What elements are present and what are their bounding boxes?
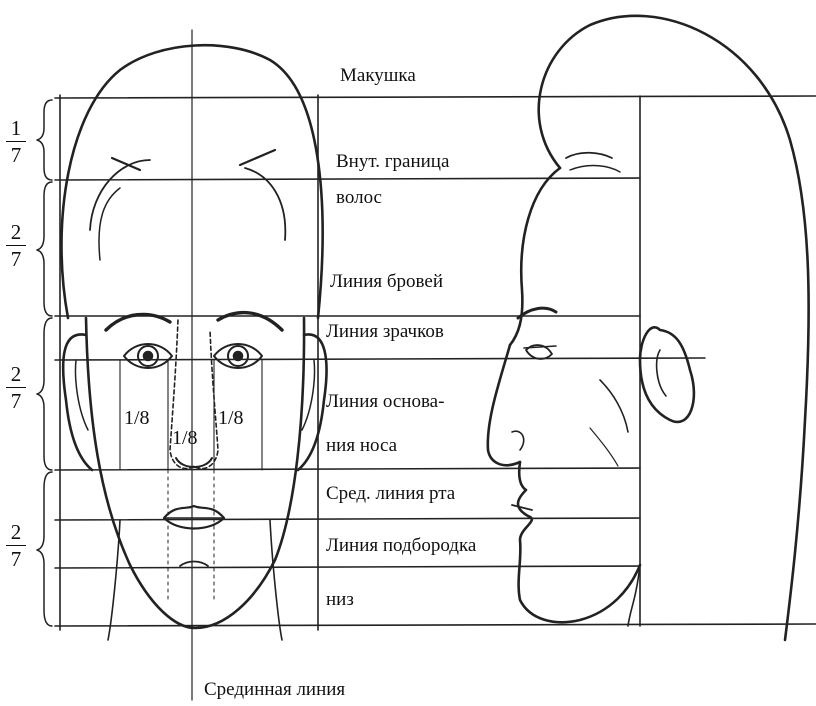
hairline-line <box>55 178 640 180</box>
fraction-denominator: 7 <box>6 245 26 270</box>
label-chin-line: Линия подбородка <box>326 536 476 555</box>
fraction-chin: 2 7 <box>6 522 26 570</box>
eighth-label-center: 1/8 <box>172 428 198 448</box>
label-crown: Макушка <box>340 66 416 85</box>
label-mouth: Сред. линия рта <box>326 484 455 503</box>
fraction-denominator: 7 <box>6 545 26 570</box>
eighth-label-left: 1/8 <box>124 408 150 428</box>
label-brows: Линия бровей <box>330 272 443 291</box>
label-nose-base-2: ния носа <box>326 436 397 455</box>
label-pupils: Линия зрачков <box>326 322 444 341</box>
eighth-label-right: 1/8 <box>218 408 244 428</box>
fraction-denominator: 7 <box>6 141 26 166</box>
fraction-top: 1 7 <box>6 118 26 166</box>
label-nose-base: Линия основа- <box>326 392 444 411</box>
label-bottom: низ <box>326 590 354 609</box>
profile-head <box>488 16 809 640</box>
fraction-nose: 2 7 <box>6 364 26 412</box>
mouth-line <box>55 518 640 520</box>
chin-line <box>55 566 640 568</box>
fraction-numerator: 2 <box>6 522 26 543</box>
label-hairline-2: волос <box>336 188 382 207</box>
fraction-numerator: 2 <box>6 222 26 243</box>
nose-base-line <box>55 468 640 470</box>
label-midline: Срединная линия <box>204 680 345 699</box>
crown-line <box>55 96 816 98</box>
braces <box>37 100 52 626</box>
bottom-line <box>55 624 816 626</box>
fraction-numerator: 1 <box>6 118 26 139</box>
label-hairline: Внут. граница <box>336 152 449 171</box>
front-face <box>61 45 326 640</box>
fraction-numerator: 2 <box>6 364 26 385</box>
fraction-forehead: 2 7 <box>6 222 26 270</box>
fraction-denominator: 7 <box>6 387 26 412</box>
